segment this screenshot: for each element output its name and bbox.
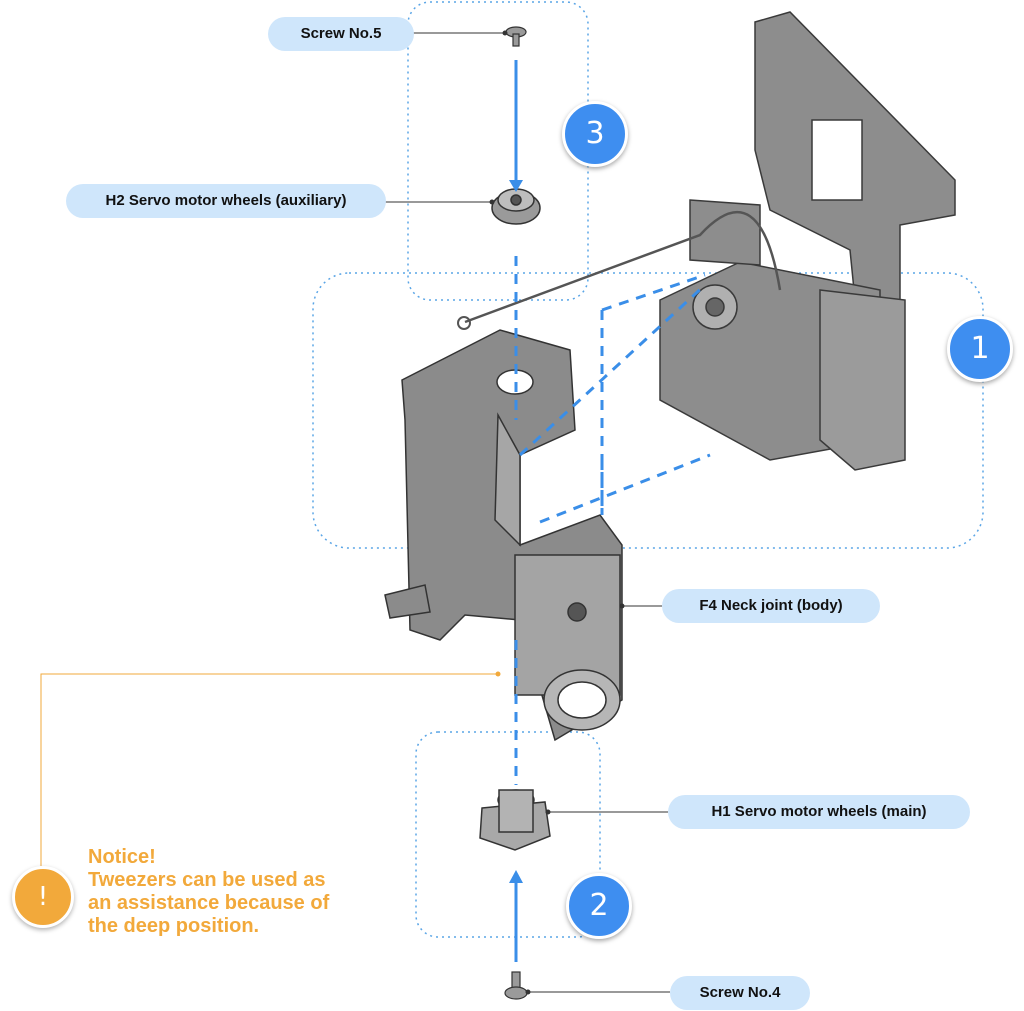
step-badge-2: 2 [566, 873, 632, 939]
step1-region [312, 272, 984, 549]
step-badge-3: 3 [562, 101, 628, 167]
h2-wheel [491, 188, 541, 225]
notice-line-1: Tweezers can be used as [88, 869, 326, 891]
step3-region [407, 1, 589, 301]
notice-icon: ! [12, 866, 74, 928]
step2-region [415, 731, 601, 938]
label-f4-neck-joint: F4 Neck joint (body) [662, 589, 880, 623]
label-h2-servo-wheel: H2 Servo motor wheels (auxiliary) [66, 184, 386, 218]
cable-ring [457, 316, 471, 330]
screw-4 [504, 971, 528, 1000]
notice-line-2: an assistance because of [88, 892, 330, 914]
screw-5 [505, 26, 527, 47]
h1-wheel [479, 789, 551, 851]
notice-leader [40, 673, 498, 866]
label-h1-servo-wheel: H1 Servo motor wheels (main) [668, 795, 970, 829]
notice-line-3: the deep position. [88, 915, 260, 937]
step-badge-1: 1 [947, 316, 1013, 382]
neck-joint-body [384, 329, 623, 742]
label-screw-5: Screw No.5 [268, 17, 414, 51]
servo-motor-bracket [659, 11, 956, 471]
servo-cable [464, 210, 782, 324]
notice-text: Notice! Tweezers can be used as an assis… [88, 846, 408, 938]
notice-title: Notice! [88, 846, 156, 868]
label-screw-4: Screw No.4 [670, 976, 810, 1010]
